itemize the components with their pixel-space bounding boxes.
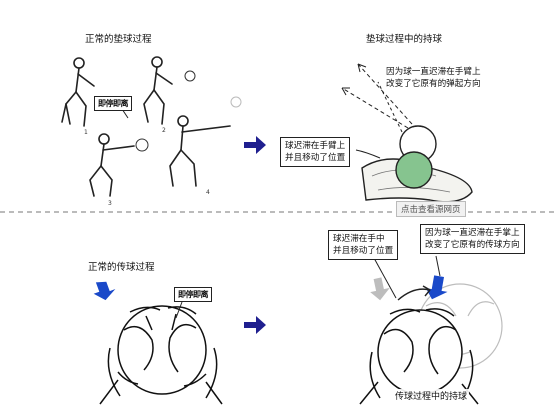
section-title-normal-set: 正常的传球过程: [88, 262, 155, 273]
section-title-normal-dig: 正常的垫球过程: [85, 34, 152, 45]
trajectory-arrow: [341, 87, 409, 129]
callout-ball-held-hands: 球迟滞在手中 并且移动了位置: [328, 230, 399, 260]
volleyball-icon-3: [135, 138, 149, 152]
arrow-up-blue-icon: [425, 275, 448, 300]
arrow-up-blue-icon: [93, 281, 116, 301]
tag-stop-and-release: 即停即离: [94, 96, 132, 111]
arrow-up-gray-icon: [370, 277, 390, 301]
callout-pointer: [435, 255, 441, 277]
callout-ball-held: 球迟滞在手臂上 并且移动了位置: [280, 137, 351, 167]
section-caption-set-carry: 传球过程中的持球: [393, 389, 470, 402]
svg-text:1: 1: [84, 129, 88, 136]
player-figure-4: [169, 115, 231, 187]
callout-direction-change: 因为球一直迟滞在手臂上 改变了它原有的弹起方向: [384, 66, 483, 90]
player-figure-1: [61, 57, 95, 127]
arrow-right-icon: [244, 316, 266, 334]
player-figure-3: [89, 133, 135, 197]
volleyball-icon-2: [230, 96, 242, 108]
section-title-dig-carry: 垫球过程中的持球: [366, 34, 443, 45]
svg-text:4: 4: [206, 189, 210, 196]
tag-pointer: [175, 301, 183, 319]
callout-set-direction-change: 因为球一直迟滞在手掌上 改变了它原有的传球方向: [420, 224, 525, 254]
player-figure-2: [143, 56, 173, 125]
arrow-right-icon: [244, 136, 266, 154]
tag-stop-and-release: 即停即离: [174, 287, 212, 302]
callout-pointer: [355, 149, 381, 159]
hands-ball-drawing: [99, 305, 223, 405]
ball-carried-green: [395, 151, 433, 189]
view-source-link[interactable]: 点击查看源网页: [396, 201, 466, 217]
motion-curve-arrow: [397, 288, 431, 301]
svg-text:3: 3: [108, 200, 112, 207]
volleyball-icon-1: [184, 70, 196, 82]
ghost-ball-drawing: [417, 283, 503, 369]
callout-pointer: [373, 257, 397, 299]
svg-text:2: 2: [162, 127, 166, 134]
